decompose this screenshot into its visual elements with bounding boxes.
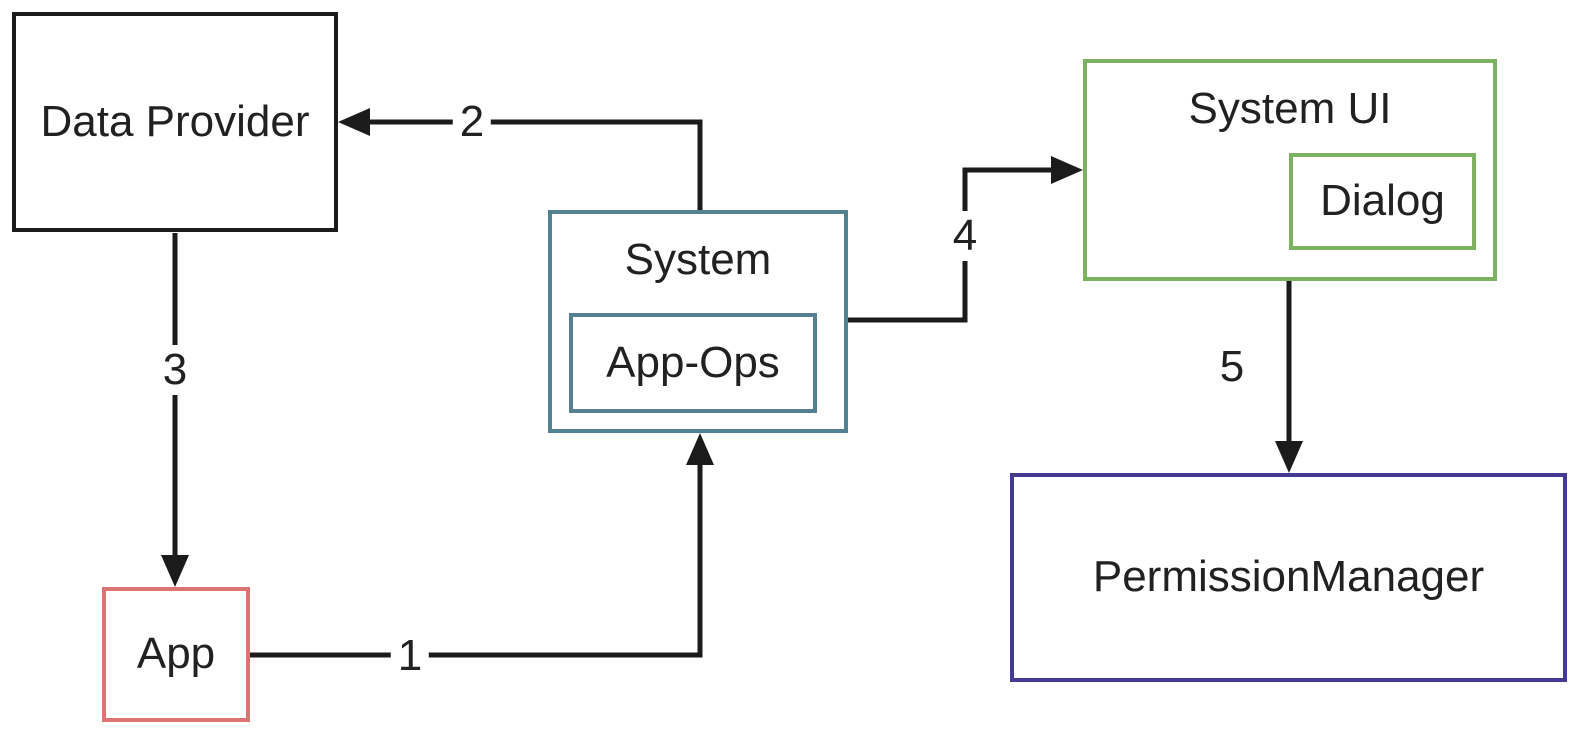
arrow-label-5: 5: [1212, 342, 1252, 392]
box-system-ui-label: System UI: [1188, 84, 1392, 133]
arrow-app-to-system: [250, 433, 714, 658]
box-dialog: Dialog: [1289, 153, 1476, 250]
box-dialog-label: Dialog: [1320, 176, 1445, 226]
box-app-ops-label: App-Ops: [606, 337, 780, 387]
box-data-provider: Data Provider: [12, 12, 338, 232]
arrow-system-ui-to-permission-manager: [1275, 281, 1303, 473]
box-permission-manager: PermissionManager: [1010, 473, 1567, 682]
arrow-label-2: 2: [452, 97, 492, 147]
box-app-ops: App-Ops: [569, 313, 817, 413]
arrowhead-right-icon: [1051, 156, 1083, 184]
box-permission-manager-label: PermissionManager: [1092, 552, 1485, 602]
arrowhead-left-icon: [338, 108, 370, 136]
arrowhead-down-icon: [161, 555, 189, 587]
arrow-label-4: 4: [945, 211, 985, 261]
arrow-data-provider-to-app: [161, 233, 189, 587]
box-system-label: System: [624, 235, 772, 284]
box-data-provider-label: Data Provider: [40, 96, 310, 146]
box-app-label: App: [136, 629, 216, 679]
arrow-system-to-data-provider: [338, 108, 703, 210]
arrow-label-1: 1: [390, 631, 430, 681]
box-app: App: [102, 587, 250, 722]
arrow-label-3: 3: [155, 345, 195, 395]
arrowhead-up-icon: [686, 433, 714, 465]
arrowhead-down-icon: [1275, 441, 1303, 473]
